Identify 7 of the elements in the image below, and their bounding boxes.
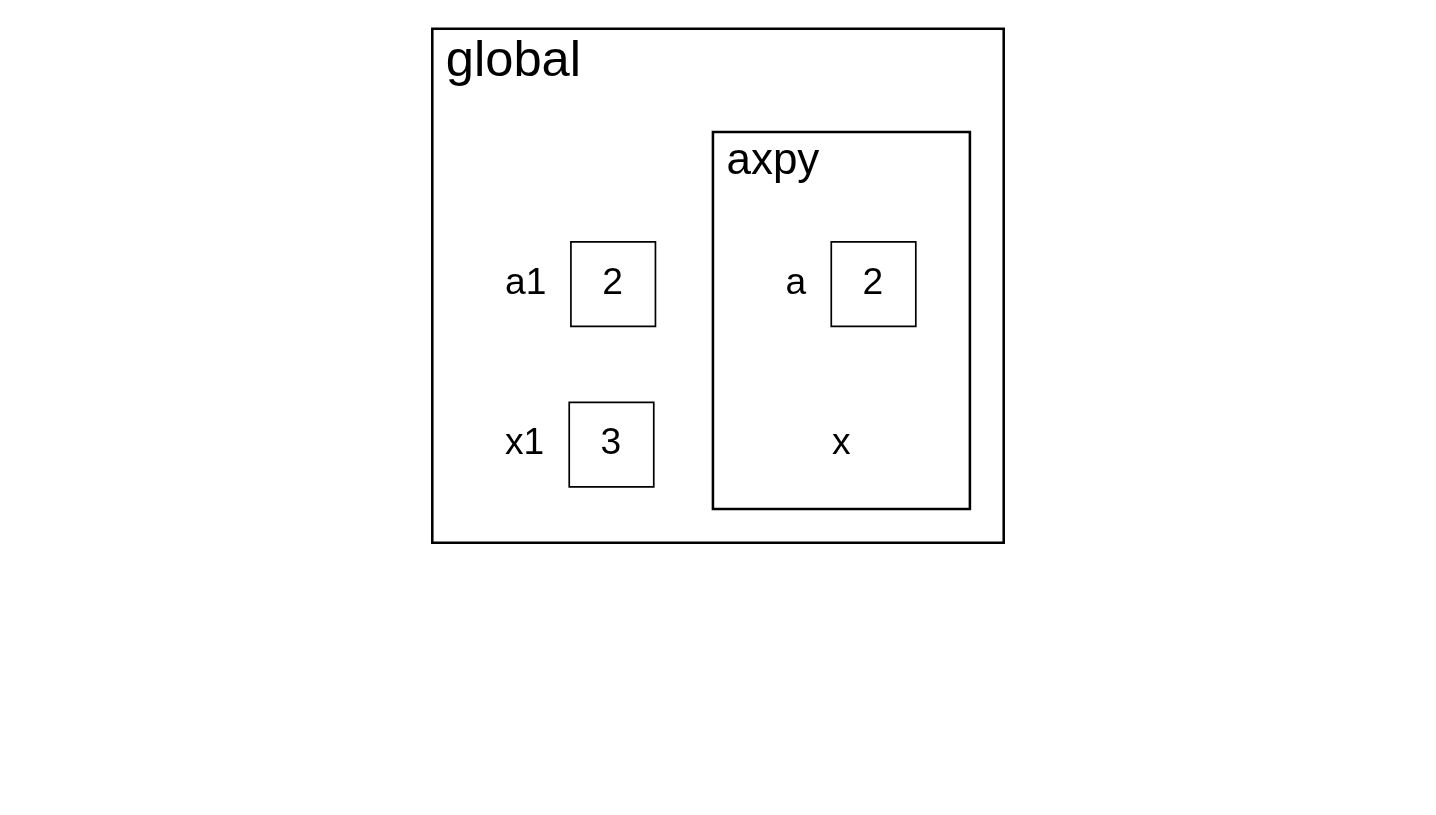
node-box: 2 [570,240,657,328]
node-label: a1 [504,259,547,302]
node-label: a [785,259,807,302]
node-label: x1 [504,420,545,463]
label: x [832,420,851,463]
node-box: 3 [568,401,655,488]
node-box: 2 [830,240,917,328]
